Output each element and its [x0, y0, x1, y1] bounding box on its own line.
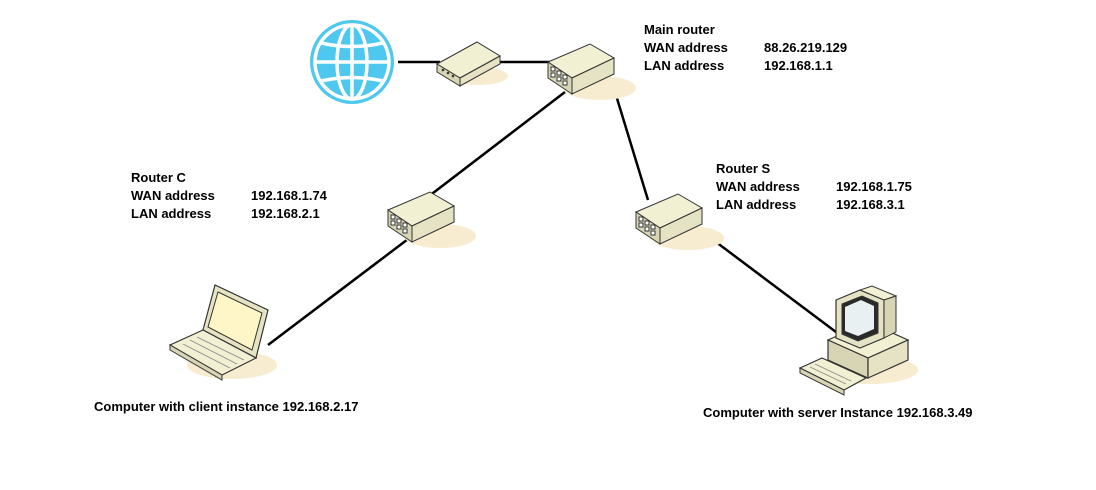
- link-main-router-router-s: [610, 81, 650, 201]
- router-s-label: Router S WAN address 192.168.1.75 LAN ad…: [716, 160, 912, 214]
- router-s-wan-value: 192.168.1.75: [836, 179, 912, 194]
- main-router-lan-value: 192.168.1.1: [764, 58, 833, 73]
- main-router-lan-label: LAN address: [644, 58, 725, 73]
- connections: [267, 60, 841, 346]
- router-s-wan-label: WAN address: [716, 179, 800, 194]
- globe-icon: [310, 20, 394, 104]
- router-s-icon: [634, 193, 724, 250]
- main-router-title: Main router: [644, 22, 715, 37]
- client-caption: Computer with client instance 192.168.2.…: [94, 399, 359, 414]
- laptop-icon: [168, 284, 277, 381]
- router-s-lan-value: 192.168.3.1: [836, 197, 905, 212]
- router-c-lan-label: LAN address: [131, 206, 212, 221]
- router-c-title: Router C: [131, 170, 186, 185]
- router-c-icon: [386, 191, 476, 248]
- main-router-wan-label: WAN address: [644, 40, 728, 55]
- desktop-computer-icon: [798, 285, 918, 396]
- link-router-s-server: [699, 229, 841, 336]
- main-router-wan-value: 88.26.219.129: [764, 40, 848, 55]
- router-c-wan-value: 192.168.1.74: [251, 188, 327, 203]
- link-router-c-laptop: [267, 229, 421, 346]
- link-main-router-router-c: [419, 91, 566, 204]
- router-s-lan-label: LAN address: [716, 197, 797, 212]
- server-caption: Computer with server Instance 192.168.3.…: [703, 405, 973, 420]
- router-c-lan-value: 192.168.2.1: [251, 206, 320, 221]
- router-c-wan-label: WAN address: [131, 188, 215, 203]
- router-s-title: Router S: [716, 161, 771, 176]
- main-router-icon: [546, 43, 636, 100]
- router-c-label: Router C WAN address 192.168.1.74 LAN ad…: [131, 169, 327, 223]
- modem-icon: [436, 41, 508, 87]
- main-router-label: Main router WAN address 88.26.219.129 LA…: [644, 21, 847, 75]
